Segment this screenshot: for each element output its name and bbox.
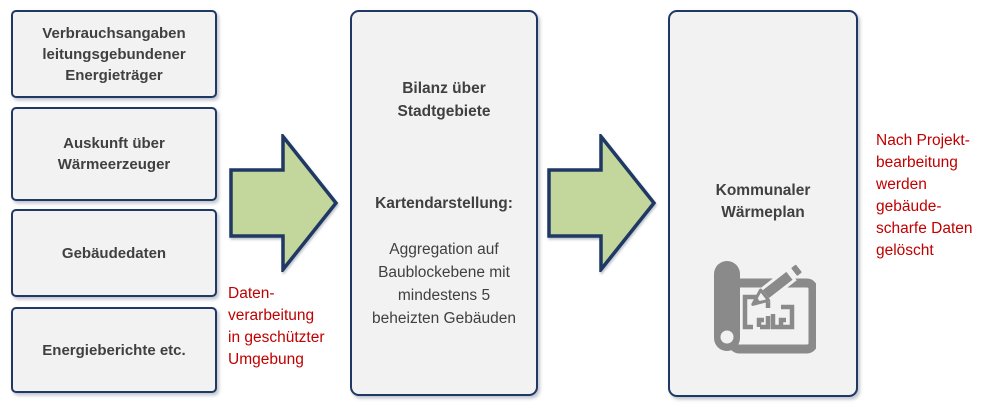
input-box-label: Energieberichte etc. bbox=[42, 341, 186, 359]
input-box-label: Auskunft über Wärmeerzeuger bbox=[57, 135, 171, 173]
input-box-energieberichte: Energieberichte etc. bbox=[11, 307, 217, 393]
input-box-label: Verbrauchsangaben leitungsgebundener Ene… bbox=[42, 24, 186, 84]
flow-arrow-icon bbox=[229, 134, 339, 272]
input-box-verbrauchsangaben: Verbrauchsangaben leitungsgebundener Ene… bbox=[11, 10, 217, 98]
spacer bbox=[372, 146, 516, 169]
flow-arrow-icon bbox=[547, 134, 657, 272]
note-data-processing: Daten- verarbeitung in geschützter Umgeb… bbox=[228, 285, 325, 368]
balance-box: Bilanz über Stadtgebiete Kartendarstellu… bbox=[350, 10, 538, 396]
balance-box-subtitle: Kartendarstellung: bbox=[375, 194, 513, 212]
note-data-deletion: Nach Projekt- bearbeitung werden gebäude… bbox=[876, 132, 973, 259]
input-box-label: Gebäudedaten bbox=[61, 244, 167, 262]
heat-plan-box-title: Kommunaler Wärmeplan bbox=[715, 182, 811, 221]
balance-box-title: Bilanz über Stadtgebiete bbox=[397, 79, 491, 120]
heat-plan-blueprint-pencil-icon bbox=[714, 261, 816, 354]
heat-plan-box: Kommunaler Wärmeplan bbox=[668, 10, 858, 397]
input-box-gebaeudedaten: Gebäudedaten bbox=[11, 209, 217, 297]
balance-box-body: Aggregation auf Baublockebene mit mindes… bbox=[372, 240, 516, 327]
input-box-auskunft: Auskunft über Wärmeerzeuger bbox=[11, 107, 217, 201]
